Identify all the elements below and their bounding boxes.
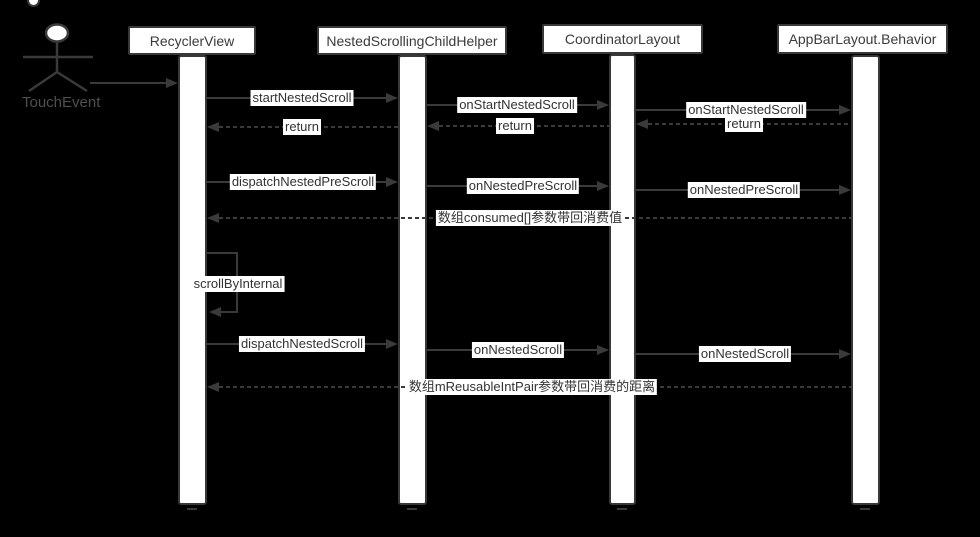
actor-label: TouchEvent (22, 94, 101, 111)
activation-bar-nested-scrolling-child-helper (398, 55, 427, 505)
participant-appbarlayout-behavior: AppBarLayout.Behavior (777, 24, 948, 54)
arrow-head-icon (597, 100, 609, 110)
arrow-line (90, 82, 166, 84)
lifeline-tick (407, 508, 417, 510)
message-label: onStartNestedScroll (686, 102, 806, 118)
arrow-head-icon (839, 185, 851, 195)
message-label: onNestedScroll (471, 342, 565, 358)
arrow-head-icon (636, 119, 648, 129)
message-label: onNestedPreScroll (687, 182, 801, 198)
arrow-head-icon (839, 105, 851, 115)
message-label: dispatchNestedPreScroll (229, 174, 377, 190)
message-label: scrollByInternal (191, 276, 285, 292)
arrow-head-icon (597, 181, 609, 191)
arrow-head-icon (386, 93, 398, 103)
lifeline-tick (617, 508, 627, 510)
message-label: dispatchNestedScroll (238, 336, 366, 352)
message-label: return (283, 119, 321, 135)
participant-label: CoordinatorLayout (564, 31, 681, 47)
message-label: 数组mReusableIntPair参数带回消费的距离 (406, 379, 658, 395)
activation-bar-appbarlayout-behavior (851, 55, 880, 505)
arrow-head-icon (427, 121, 439, 131)
participant-label: RecyclerView (149, 32, 235, 49)
participant-label: AppBarLayout.Behavior (788, 31, 937, 47)
message-label: onNestedPreScroll (466, 178, 580, 194)
lifeline-tick (187, 508, 197, 510)
participant-label: NestedScrollingChildHelper (326, 32, 498, 49)
message-label: onStartNestedScroll (457, 97, 577, 113)
top-edge-artifact (27, 0, 40, 7)
arrow-head-icon (386, 339, 398, 349)
message-label: startNestedScroll (250, 90, 354, 106)
arrow-head-icon (166, 78, 178, 88)
arrow-head-icon (207, 122, 219, 132)
arrow-head-icon (839, 349, 851, 359)
message-label: 数组consumed[]参数带回消费值 (435, 210, 625, 226)
participant-coordinator-layout: CoordinatorLayout (542, 24, 703, 54)
activation-bar-coordinator-layout (609, 54, 636, 505)
arrow-head-icon (386, 177, 398, 187)
message-label: return (725, 116, 763, 132)
lifeline-tick (860, 508, 870, 510)
self-loop-top-line (207, 252, 238, 254)
arrow-head-icon (209, 307, 221, 317)
participant-nested-scrolling-child-helper: NestedScrollingChildHelper (317, 26, 507, 55)
arrow-head-icon (207, 213, 219, 223)
actor-icon (23, 23, 93, 93)
message-label: onNestedScroll (698, 346, 792, 362)
message-label: return (496, 118, 534, 134)
arrow-head-icon (207, 382, 219, 392)
participant-recyclerview: RecyclerView (128, 26, 256, 55)
arrow-head-icon (597, 345, 609, 355)
self-loop-bottom-line (221, 311, 238, 313)
